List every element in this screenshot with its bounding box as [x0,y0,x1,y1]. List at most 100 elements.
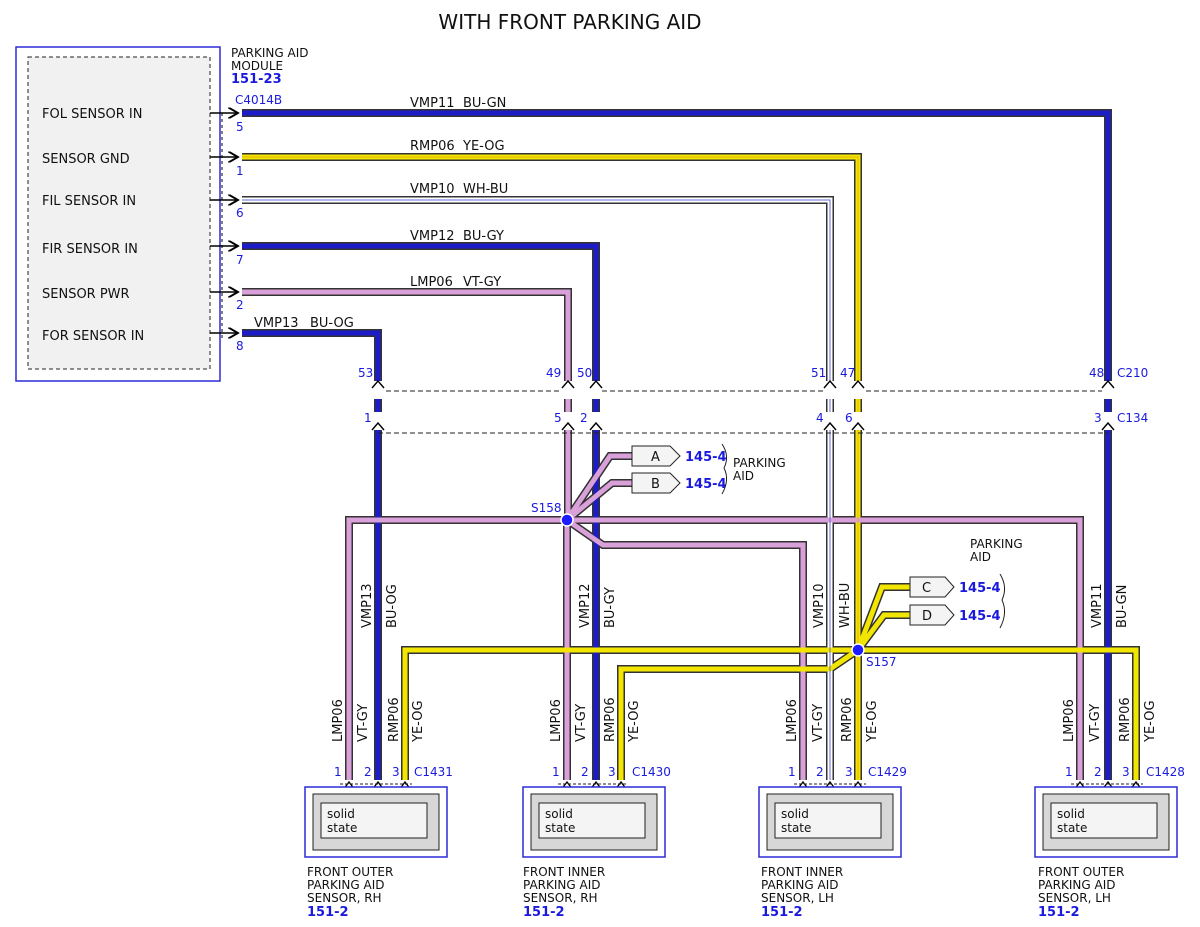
sensor-inner: state [1057,821,1087,835]
sensor-pin: 1 [334,765,342,779]
sensor-connector: C1430 [632,765,671,779]
module-pin-label: FOR SENSOR IN [42,329,144,344]
sensor-pin: 3 [608,765,616,779]
sensor-name: PARKING AID [523,878,601,892]
c210-pin: 47 [840,366,855,380]
sensor-inner: solid [545,807,573,821]
c210-pin: 49 [546,366,561,380]
sensor-ref: 151-2 [307,905,349,920]
page-ref-caption: AID [733,469,754,483]
page-ref-caption: PARKING [733,456,786,470]
module-pin-label: SENSOR PWR [42,287,130,302]
page-ref-number: 145-4 [959,609,1001,624]
module-pin-number: 6 [236,206,244,220]
sensor-pin: 1 [552,765,560,779]
inline-connector-lines [378,390,1108,434]
c210-pin: 48 [1089,366,1104,380]
sensor-wire-label: YE-OG [1143,700,1158,743]
page-ref-d[interactable]: D 145-4 [909,604,1001,626]
page-ref-number: 145-4 [685,450,727,465]
c134-pin: 6 [845,411,853,425]
sensor-name: SENSOR, LH [761,891,834,905]
wire-label: VMP10 [410,182,455,197]
sensor-ref: 151-2 [761,905,803,920]
sensor-wire-label: VT-GY [356,704,371,742]
module-name: PARKING AID [231,46,309,60]
sensor-pin: 1 [1065,765,1073,779]
sensor-wire-label: VT-GY [811,704,826,742]
c134-name: C134 [1117,411,1148,425]
sensor-pin: 1 [788,765,796,779]
sensor-inner: solid [1057,807,1085,821]
module-connector: C4014B [235,93,282,107]
sensor-inner: state [545,821,575,835]
wire-label: RMP06 [410,139,455,154]
sensor-inner: solid [781,807,809,821]
wire-label: WH-BU [463,182,508,197]
sensor-connector: C1431 [414,765,453,779]
diagram-title: WITH FRONT PARKING AID [438,10,701,34]
wire-label: VMP11 [410,96,455,111]
sensor-name: FRONT INNER [523,865,605,879]
page-ref-letter: B [651,477,660,492]
page-ref-c[interactable]: C 145-4 [909,576,1001,598]
module-pin-arrows [210,113,238,340]
sensor-pin: 3 [845,765,853,779]
page-ref-letter: D [922,609,932,624]
page-ref-b[interactable]: B 145-4 [631,472,727,494]
wire-label: VMP13 [254,316,299,331]
c134-pin: 2 [580,411,588,425]
vertical-wire-label: BU-OG [385,584,400,628]
sensor-wire-label: VT-GY [1088,704,1103,742]
sensor-group-c1430: LMP06 VT-GY RMP06 YE-OG 1 2 3 C1430 soli… [522,697,671,920]
splice-s158-dot [560,513,574,527]
vertical-wire-label: WH-BU [838,583,853,628]
c134-pin: 1 [364,411,372,425]
sensor-group-c1431: LMP06 VT-GY RMP06 YE-OG 1 2 3 C1431 soli… [304,697,453,920]
c210-pin: 53 [358,366,373,380]
sensor-connector: C1429 [868,765,907,779]
wire-vmp10 [242,197,833,780]
page-ref-letter: C [922,581,931,596]
splice-s157-dot [851,643,865,657]
vertical-wire-label: VMP11 [1090,584,1105,629]
sensor-inner: state [327,821,357,835]
sensor-name: FRONT INNER [761,865,843,879]
wire-vmp12 [242,243,599,780]
sensor-wire-label: YE-OG [411,700,426,743]
sensor-inner: state [781,821,811,835]
wire-label: VT-GY [463,275,501,290]
wire-label: VMP12 [410,229,455,244]
module-pin-number: 1 [236,164,244,178]
sensor-wire-label: LMP06 [331,699,346,742]
inline-connector-arrows [371,379,1115,431]
wire-colors [242,110,1139,780]
sensor-wire-label: RMP06 [603,697,618,742]
sensor-wire-label: RMP06 [1118,697,1133,742]
page-ref-caption: PARKING [970,537,1023,551]
page-ref-number: 145-4 [685,477,727,492]
vertical-wire-label: VMP13 [360,584,375,629]
sensor-wire-label: VT-GY [574,704,589,742]
wire-stripes [242,156,859,780]
splice-s158-label: S158 [531,501,562,515]
vertical-wire-label: BU-GN [1115,585,1130,628]
wire-vmp13 [242,330,381,780]
module-name: MODULE [231,59,283,73]
sensor-wire-label: YE-OG [627,700,642,743]
sensor-pin: 2 [816,765,824,779]
wire-label: BU-GY [463,229,504,244]
module-ref: 151-23 [231,72,282,87]
sensor-wire-label: YE-OG [865,700,880,743]
sensor-inner: solid [327,807,355,821]
c134-pin: 5 [554,411,562,425]
sensor-pin: 2 [581,765,589,779]
page-ref-a[interactable]: A 145-4 [631,445,727,467]
sensor-ref: 151-2 [1038,905,1080,920]
wire-vmp11 [242,110,1111,780]
page-ref-caption: AID [970,550,991,564]
sensor-pin: 2 [364,765,372,779]
sensor-wire-label: LMP06 [549,699,564,742]
c134-pin: 3 [1094,411,1102,425]
